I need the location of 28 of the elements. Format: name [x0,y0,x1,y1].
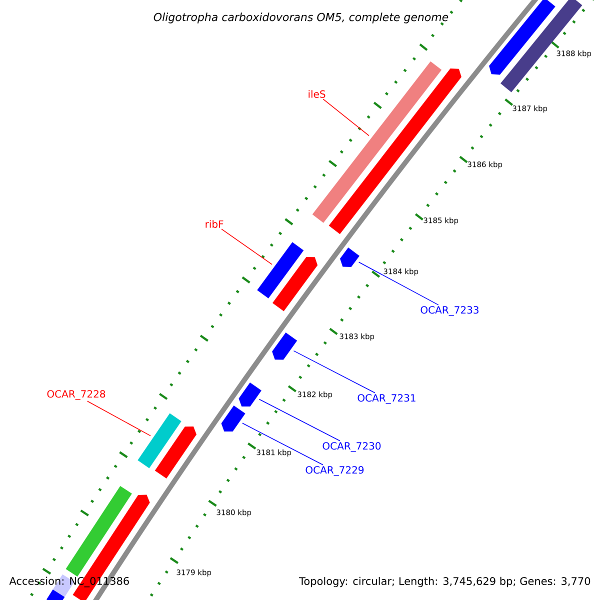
leader-line [86,400,151,436]
summary-text: Topology: circular; Length: 3,745,629 bp; Genes: 3,770 [299,576,590,588]
gene-label: OCAR_7228 [47,390,106,400]
gene-bar [272,256,318,312]
gene-label: OCAR_7230 [322,442,381,452]
gene-bar [154,426,196,478]
gene-label: OCAR_7231 [358,394,416,404]
leader-line [293,350,376,394]
gene-bar [272,332,298,360]
title: Oligotropha carboxidovorans OM5, complete genome [154,12,448,24]
gene-bar [257,242,304,298]
gene-label: OCAR_7229 [306,466,364,476]
leader-line [258,398,340,442]
gene-bar [66,486,132,577]
gene-label: ileS [308,90,326,98]
gene-bar [221,405,246,432]
leader-line [221,228,272,265]
gene-label: OCAR_7233 [420,306,478,316]
gene-bar [328,68,462,234]
leader-line [242,422,324,466]
leader-line [358,262,439,306]
gene-label: ribF [206,220,224,228]
gene-bar [138,413,182,468]
gene-bar [340,248,360,267]
leader-line [322,98,370,136]
gene-bar [238,382,262,407]
gene-bar [489,0,556,75]
gene-bar [46,589,65,600]
